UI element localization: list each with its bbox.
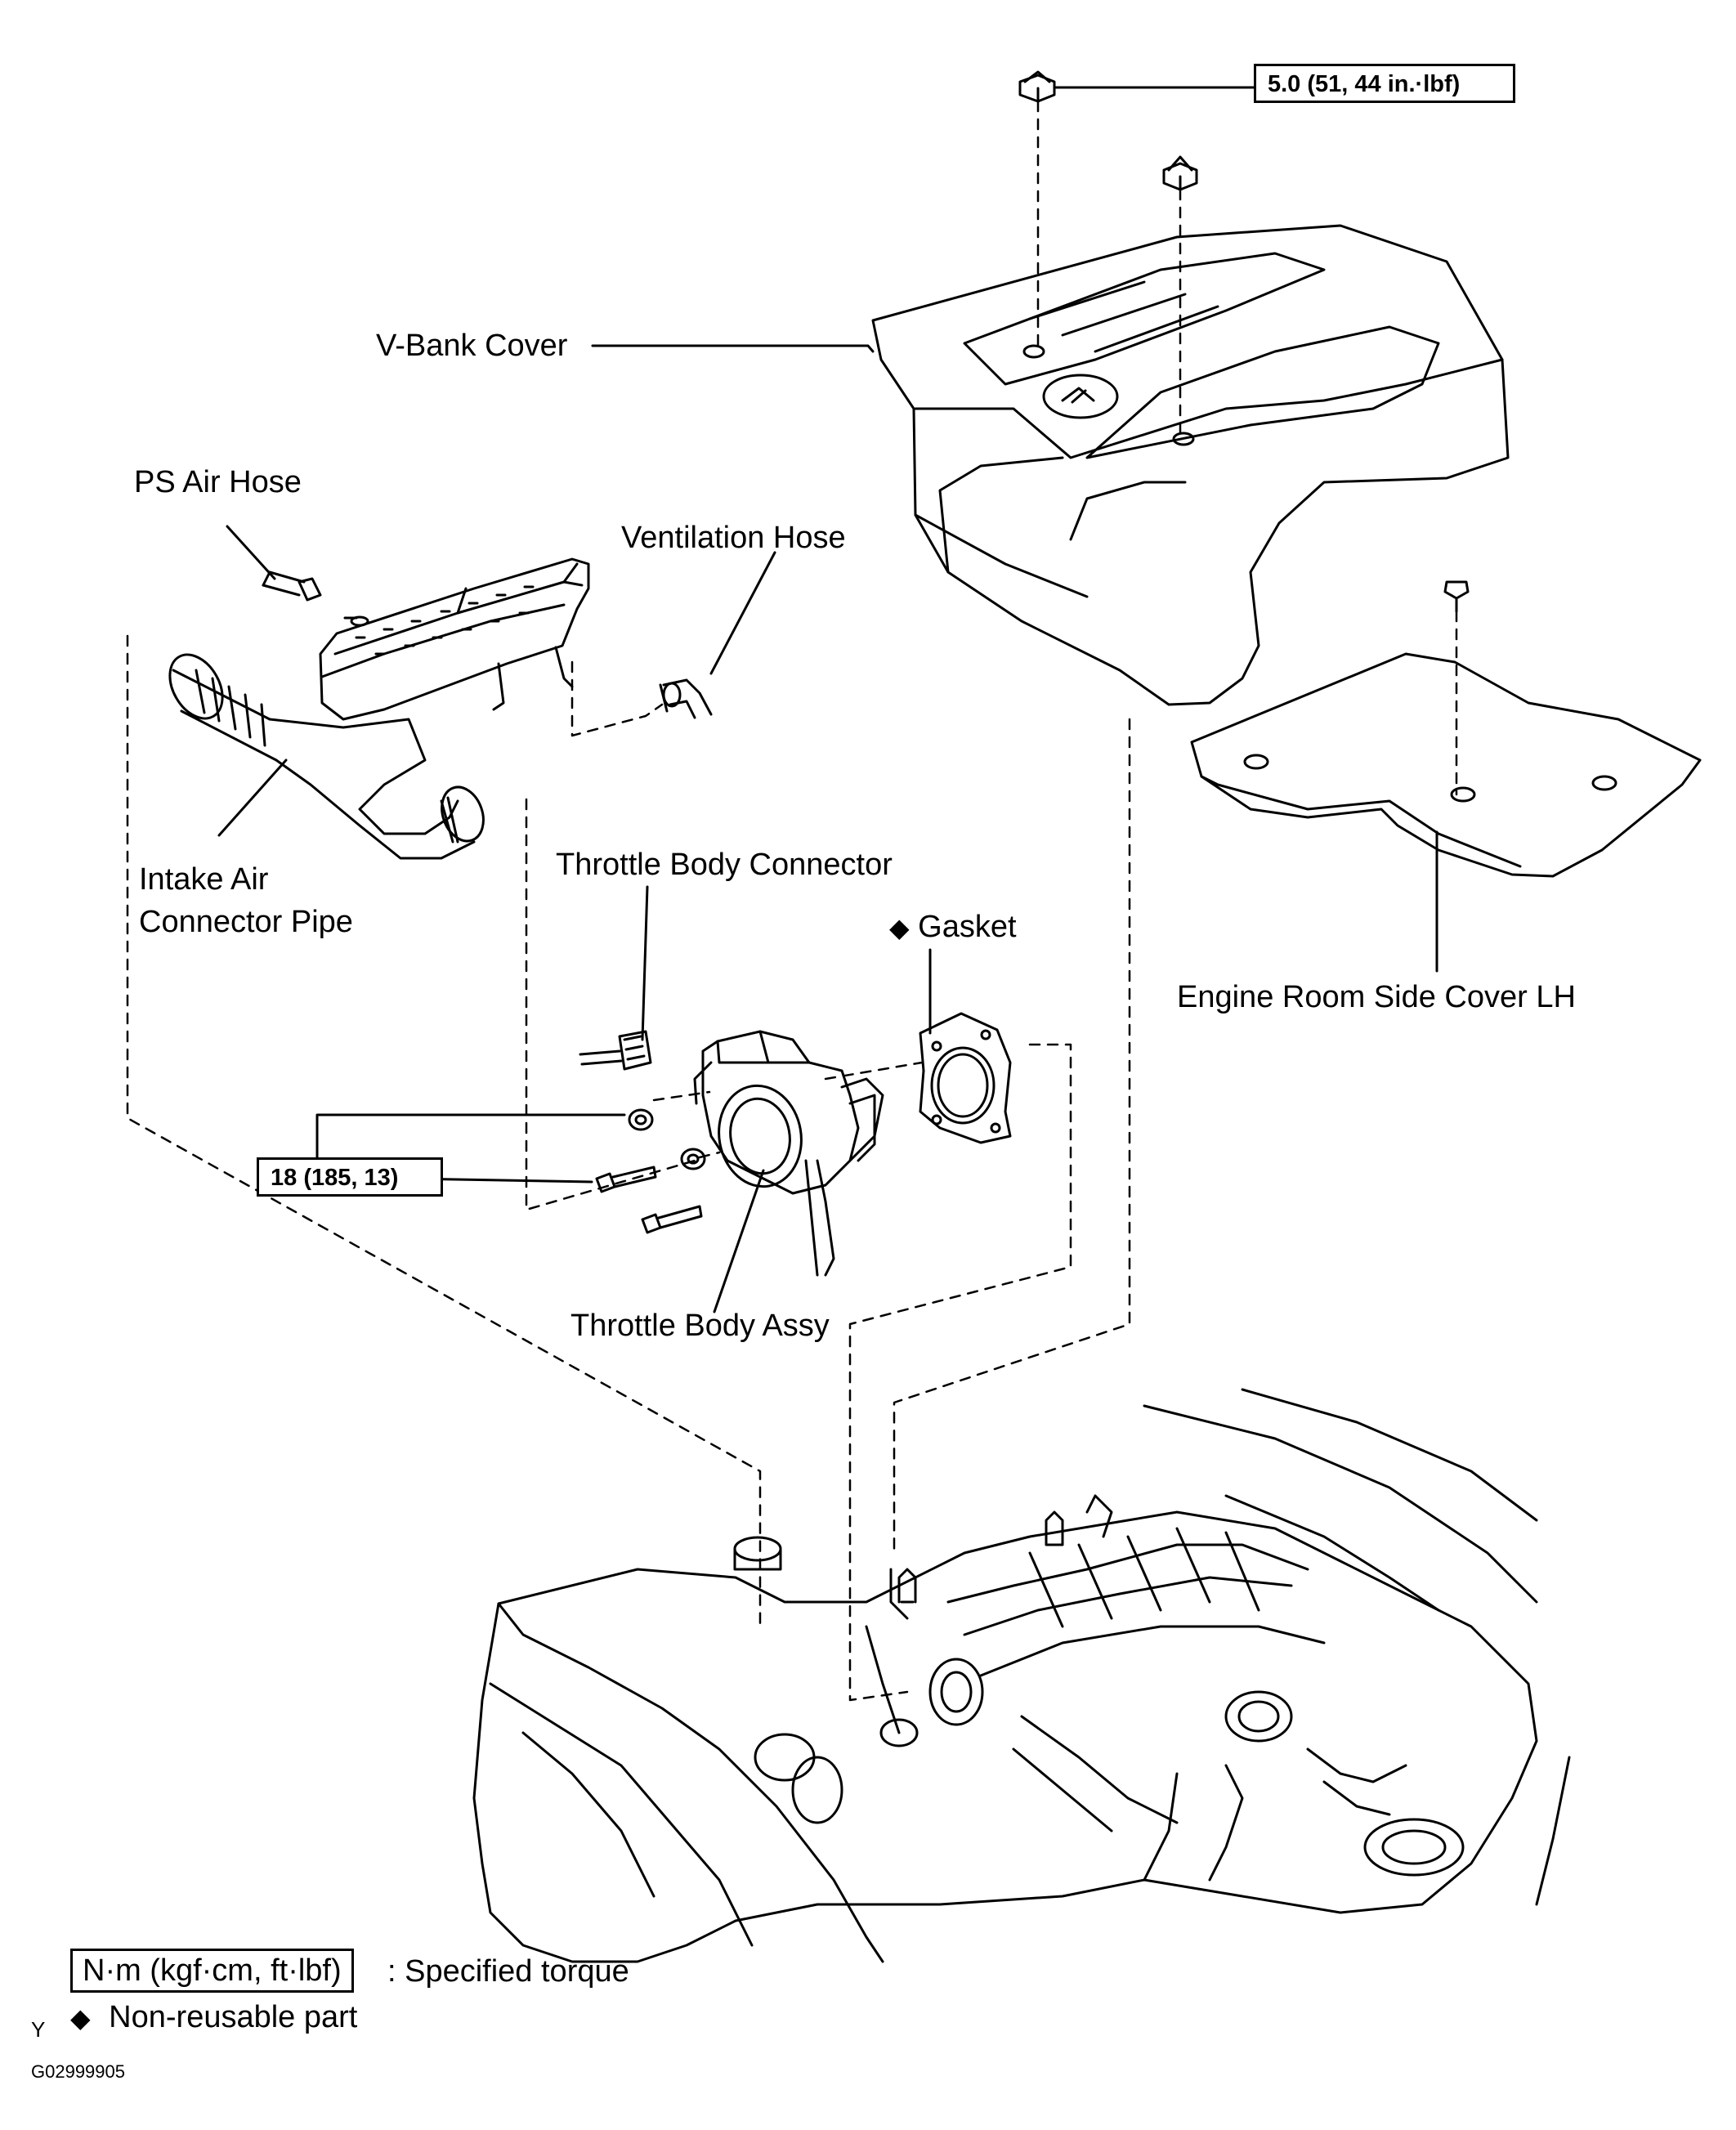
throttle-body-connector-drawing [579,1030,652,1071]
throttle-bolt-1-icon [595,1166,657,1193]
dashed-alignment-lines [126,100,1458,1702]
label-intake-air-line2: Connector Pipe [139,905,353,939]
label-throttle-body-assy: Throttle Body Assy [570,1309,830,1343]
corner-mark: Y [31,2017,46,2042]
label-throttle-body-connector: Throttle Body Connector [556,848,893,882]
legend-nonreusable: ◆ Non-reusable part [70,1999,357,2036]
leader-throttle-assy [713,1169,765,1313]
resonator-box-drawing [319,557,590,721]
engine-room-side-cover-drawing [1190,652,1702,878]
leader-v-bank-cover [591,344,875,353]
legend-nonreusable-desc: Non-reusable part [109,2000,358,2034]
label-intake-air-line1: Intake Air [139,862,269,897]
v-bank-cover-drawing [871,224,1510,706]
gasket-drawing [919,1012,1012,1144]
throttle-nut-1-icon [628,1108,654,1131]
label-gasket: Gasket [918,910,1017,944]
ventilation-hose-drawing [659,678,713,719]
engine-assembly-drawing [472,1388,1571,1963]
torque-v-bank-nut: 5.0 (51, 44 in.·lbf) [1254,64,1515,103]
label-ventilation-hose: Ventilation Hose [621,521,846,555]
figure-code: G02999905 [31,2061,125,2082]
leader-throttle-connector [641,885,649,1041]
throttle-nut-2-icon [680,1148,706,1170]
torque-throttle-body: 18 (185, 13) [257,1157,443,1197]
nonreusable-diamond-icon: ◆ [889,913,910,942]
leader-lines [217,86,1438,1313]
leader-torque-throttle-2 [315,1113,626,1167]
label-ps-air-hose: PS Air Hose [134,465,302,499]
leader-ventilation-hose [709,551,776,675]
ps-air-hose-drawing [262,571,322,602]
v-bank-nut-2-icon [1162,155,1198,191]
legend-torque-desc: : Specified torque [387,1954,629,1989]
label-gasket-group: ◆ Gasket [889,909,1017,946]
throttle-bolt-2-icon [641,1205,703,1234]
legend-torque-unit-box: N·m (kgf·cm, ft·lbf) [70,1949,354,1993]
label-engine-room-side-cover: Engine Room Side Cover LH [1177,980,1576,1014]
leader-ps-air-hose [226,525,276,580]
intake-air-connector-pipe-drawing [168,653,485,860]
label-v-bank-cover: V-Bank Cover [376,329,568,363]
v-bank-nut-1-icon [1018,70,1056,103]
leader-intake-air [217,758,288,837]
throttle-body-assy-drawing [693,1030,884,1277]
clip-icon [1443,580,1470,613]
legend-diamond-icon: ◆ [70,2003,91,2033]
